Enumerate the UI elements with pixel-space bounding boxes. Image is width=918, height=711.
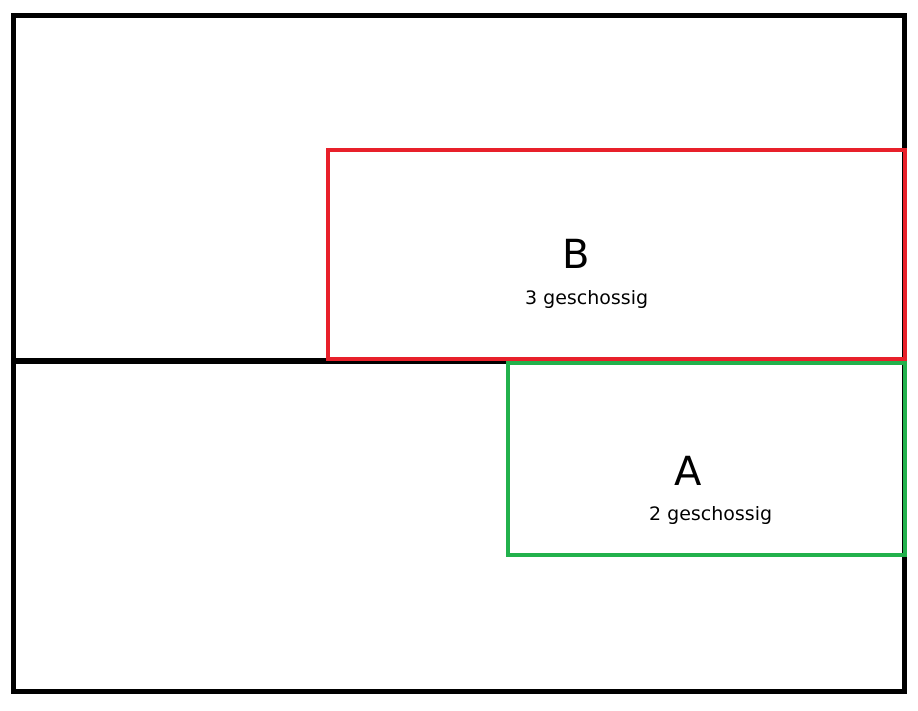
building-b-outline [326, 148, 907, 361]
building-a-floors: 2 geschossig [649, 503, 773, 525]
building-b-floors: 3 geschossig [525, 287, 649, 309]
building-a-outline [506, 361, 907, 557]
building-b-label: B [562, 232, 590, 278]
building-a-label: A [674, 449, 702, 495]
